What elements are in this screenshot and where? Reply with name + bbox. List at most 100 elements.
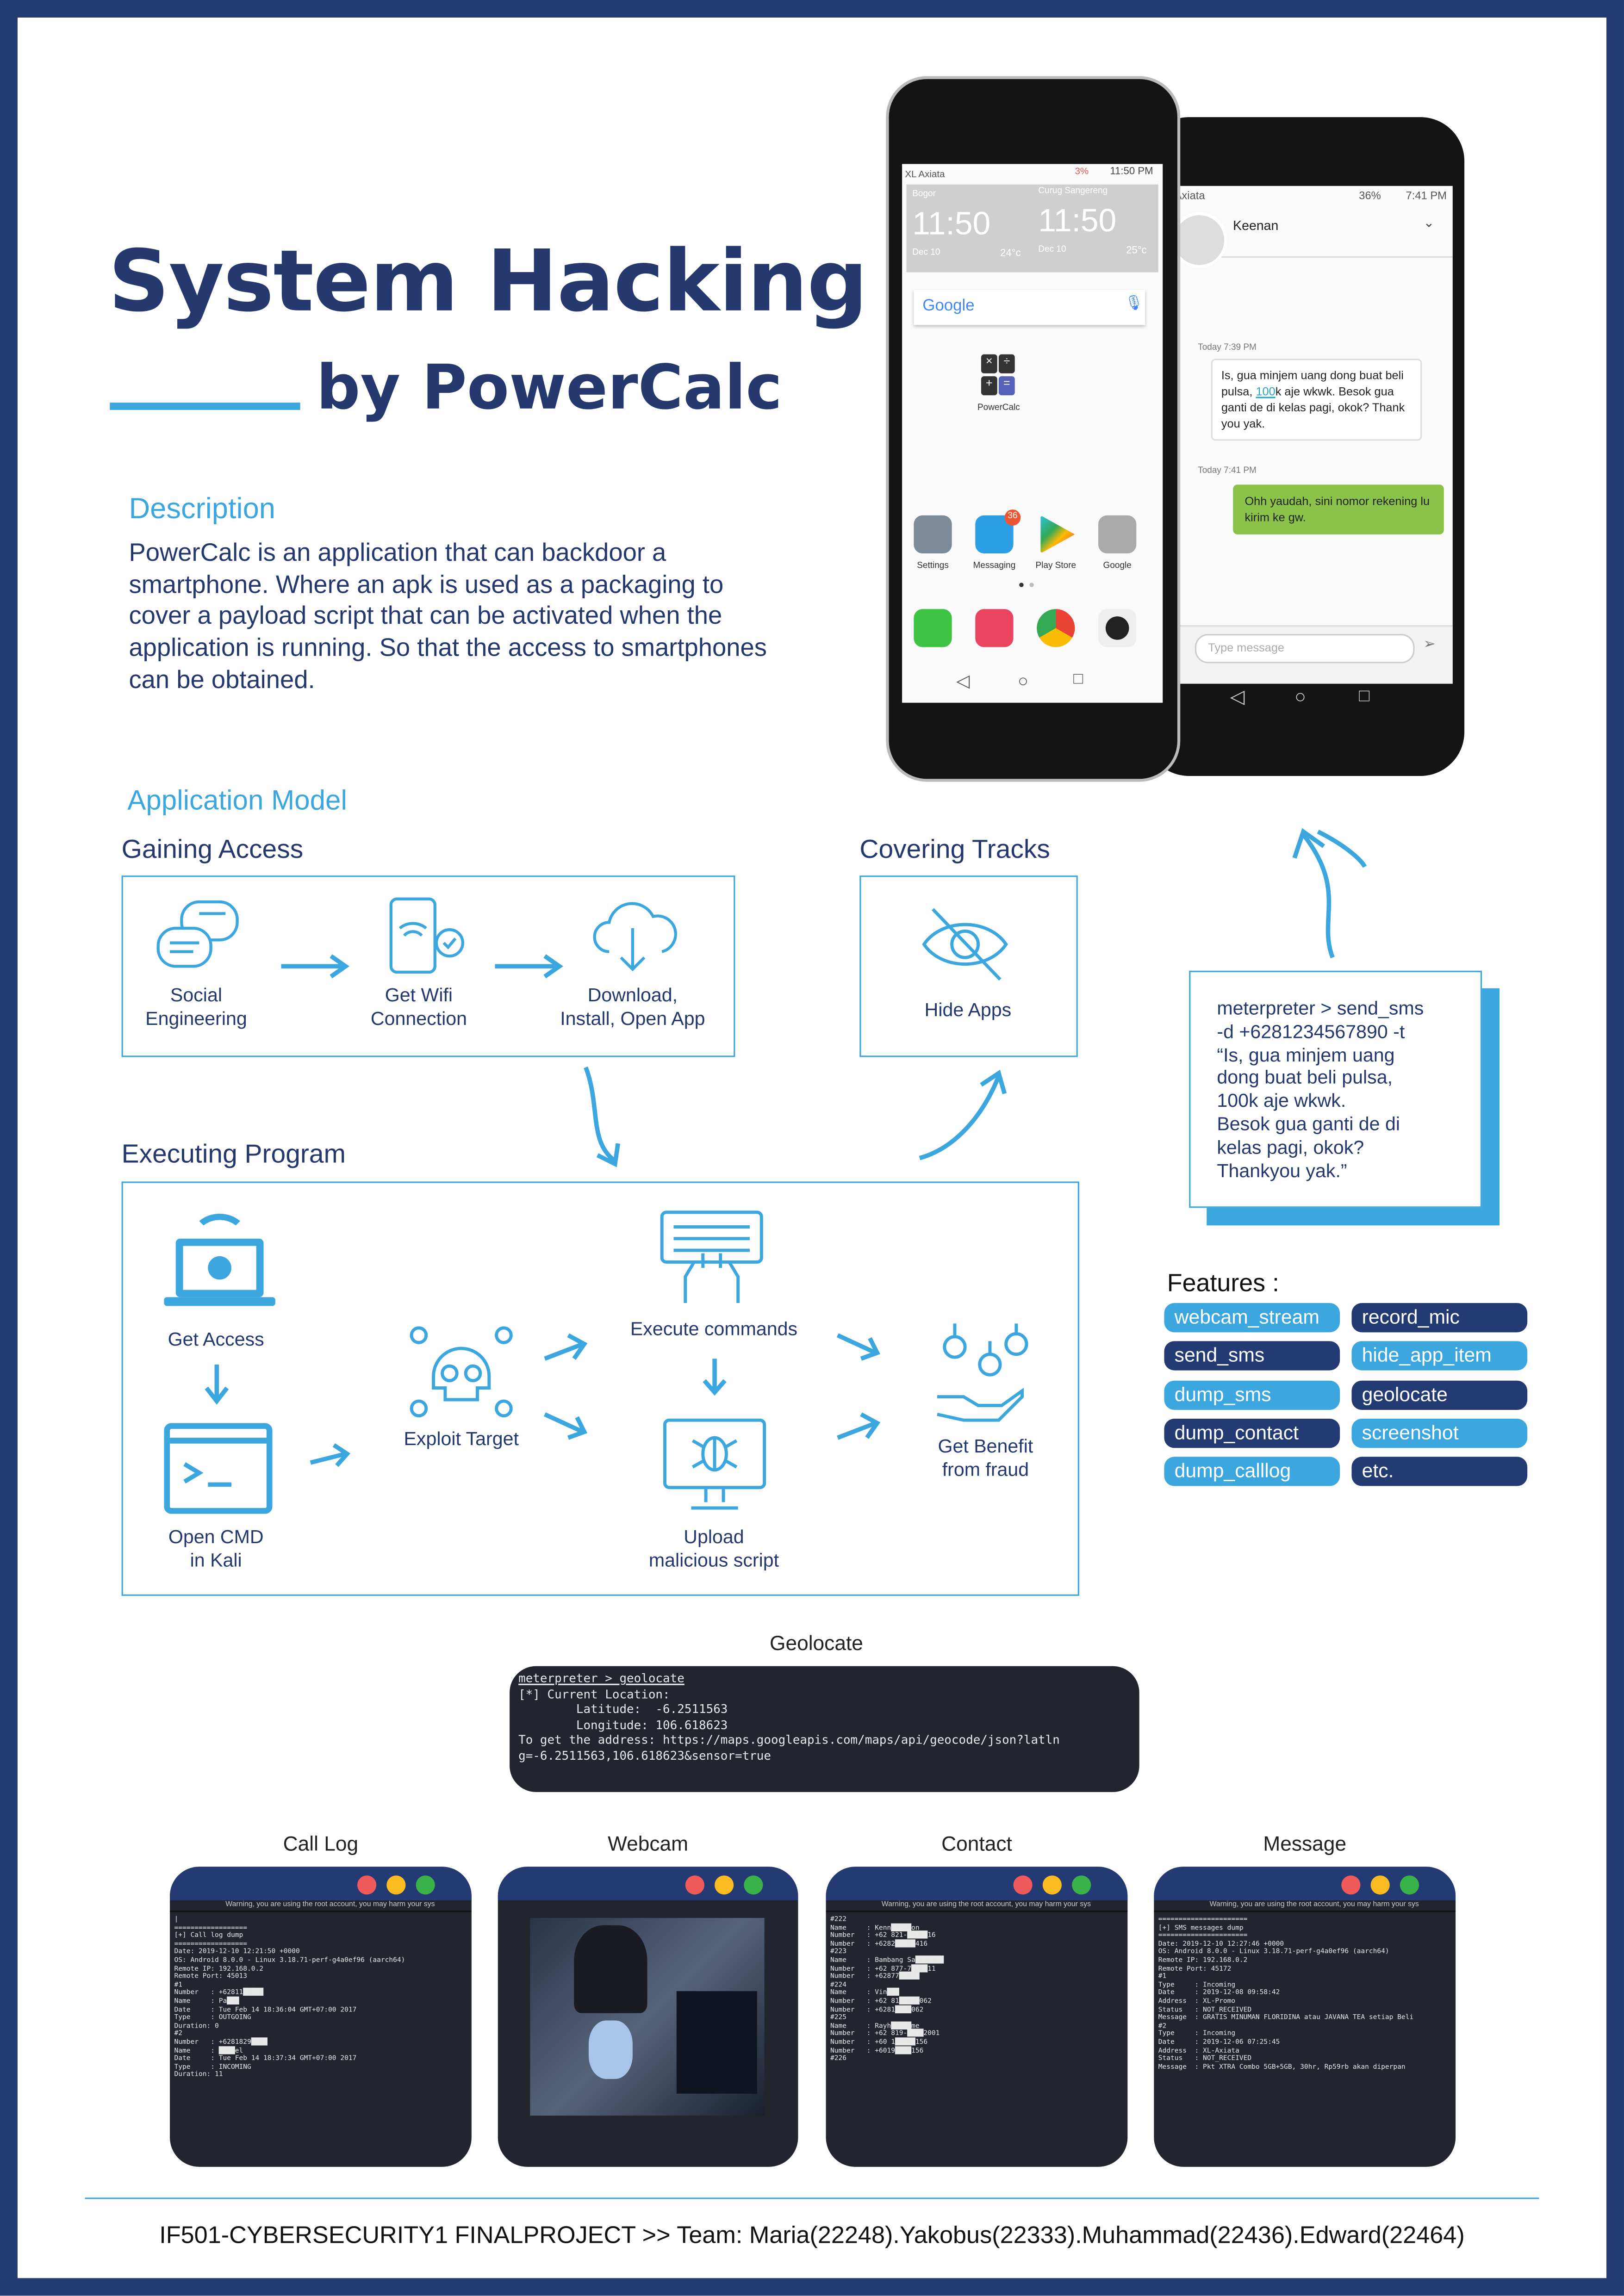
terminal-line: Number : +6282█████416 [830,1941,928,1948]
step-label: Execute commands [630,1317,798,1340]
geolocate-terminal: meterpreter > geolocate[*] Current Locat… [510,1666,1139,1792]
music-icon[interactable] [975,609,1014,647]
minimize-button[interactable] [715,1875,734,1895]
maximize-button[interactable] [1072,1875,1091,1895]
terminal-line: Latitude: -6.2511563 [518,1701,728,1716]
terminal-line: Longitude: 106.618623 [518,1716,728,1731]
laptop-wifi-icon [164,1213,275,1306]
root-warning: Warning, you are using the root account,… [881,1900,1091,1909]
app-label: Messaging [973,562,1016,571]
clock-widget: Bogor 11:50 Dec 10 24°c Curug Sangereng … [906,184,1158,273]
terminal-line: Date : Tue Feb 14 18:37:34 GMT+07:00 201… [174,2055,357,2063]
webcam-monitor [676,1991,757,2094]
nav-back-icon[interactable]: ◁ [956,670,970,691]
nav-recent-icon[interactable]: □ [1073,670,1083,689]
gaining-access-title: Gaining Access [121,834,304,864]
nav-home-icon[interactable]: ○ [1018,670,1028,691]
camera-app[interactable] [1098,609,1137,647]
mic-icon[interactable]: 🎙 [1125,296,1144,312]
chevron-down-icon[interactable]: ⌄ [1423,215,1435,230]
curved-arrow-down-icon [584,1066,620,1167]
google-logo: Google [922,297,975,315]
terminal-line: meterpreter > geolocate [518,1670,684,1685]
close-button[interactable] [685,1875,704,1895]
terminal-line: #222 [830,1916,847,1924]
title-underline [110,403,300,410]
social-engineering-icon [156,900,239,968]
feature-pill: record_mic [1351,1303,1528,1333]
clock-time: 11:50 [1038,202,1117,239]
minimize-button[interactable] [1370,1875,1390,1895]
description-body: PowerCalc is an application that can bac… [129,537,767,694]
contact-window: Warning, you are using the root account,… [826,1867,1128,2167]
close-button[interactable] [1013,1875,1033,1895]
terminal-line: Type : Incoming [1158,1982,1236,1990]
step-label: Get Benefit from fraud [938,1434,1033,1480]
clock-time: 11:50 [912,205,991,242]
google-folder-icon[interactable] [1098,515,1137,554]
maximize-button[interactable] [1400,1875,1419,1895]
close-button[interactable] [357,1875,377,1895]
message-link[interactable]: 100 [1256,385,1276,398]
maximize-button[interactable] [744,1875,763,1895]
step-label: Get Access [168,1328,264,1350]
send-sms-command: meterpreter > send_sms -d +6281234567890… [1217,997,1424,1181]
covering-tracks-title: Covering Tracks [859,834,1050,864]
minimize-button[interactable] [1042,1875,1062,1895]
arrow-right-icon [837,1412,881,1440]
home-battery: 3% [1075,167,1089,177]
features-title: Features : [1167,1269,1279,1297]
window-titlebar [498,1867,798,1901]
play-store-icon[interactable] [1040,515,1075,554]
terminal-line: Date : 2019-12-08 09:58:42 [1158,1990,1280,1998]
camera-icon[interactable] [1105,616,1129,640]
terminal-output: ======================[+] SMS messages d… [1154,1911,1456,2076]
message-title: Message [1263,1831,1347,1855]
powercalc-label: PowerCalc [977,404,1020,413]
terminal-line: Status : NOT_RECEIVED [1158,2006,1252,2014]
maximize-button[interactable] [416,1875,435,1895]
nav-home-icon[interactable]: ○ [1294,685,1306,707]
terminal-line: Remote IP: 192.168.0.2 [1158,1957,1248,1965]
feature-pill: dump_sms [1164,1380,1340,1409]
google-search-bar[interactable]: Google 🎙 [914,290,1145,325]
terminal-line: Remote Port: 45172 [1158,1966,1232,1973]
step-label: Hide Apps [924,998,1012,1021]
nav-back-icon[interactable]: ◁ [1230,685,1245,707]
command-card: meterpreter > send_sms -d +6281234567890… [1189,970,1482,1208]
window-titlebar [826,1867,1128,1901]
close-button[interactable] [1341,1875,1361,1895]
phone-icon[interactable] [914,609,952,647]
terminal-line: [+] Call log dump [174,1933,243,1941]
feature-pill: dump_calllog [1164,1457,1340,1487]
feature-pill: etc. [1351,1457,1528,1487]
send-icon[interactable]: ➢ [1423,637,1436,653]
arrow-right-icon [281,954,350,979]
terminal-line: Date : Tue Feb 14 18:36:04 GMT+07:00 201… [174,2006,357,2014]
call-log-title: Call Log [283,1831,359,1855]
powercalc-icon[interactable]: × ÷ + = [981,354,1016,398]
terminal-line: Number : +62 877-7████11 [830,1966,936,1973]
terminal-line: [+] SMS messages dump [1158,1924,1244,1932]
terminal-line: #2 [174,2031,183,2039]
step-label: Social Engineering [145,984,247,1030]
minimize-button[interactable] [386,1875,406,1895]
gear-icon[interactable] [914,515,952,554]
terminal-line: Message : Pkt XTRA Combo 5GB+5GB, 30hr, … [1158,2064,1406,2072]
message-timestamp: Today 7:39 PM [1198,344,1257,353]
terminal-line: Status : NOT_RECEIVED [1158,2055,1252,2063]
message-input[interactable]: Type message [1195,634,1415,664]
terminal-line: Number : +6019████156 [830,2047,924,2055]
incoming-message: Is, gua minjem uang dong buat beli pulsa… [1211,359,1422,441]
step-label: Upload malicious script [648,1525,779,1571]
webcam-title: Webcam [608,1831,689,1855]
feature-pill: dump_contact [1164,1418,1340,1448]
feature-pill: webcam_stream [1164,1303,1340,1333]
wifi-phone-icon [389,897,465,974]
terminal-line: Date: 2019-12-10 12:21:50 +0000 [174,1949,300,1957]
chrome-icon[interactable] [1037,609,1075,647]
terminal-output: meterpreter > geolocate[*] Current Locat… [518,1670,1131,1762]
clock-city: Bogor [912,190,936,199]
nav-recent-icon[interactable]: □ [1359,685,1370,706]
computer-bug-icon [663,1418,766,1510]
